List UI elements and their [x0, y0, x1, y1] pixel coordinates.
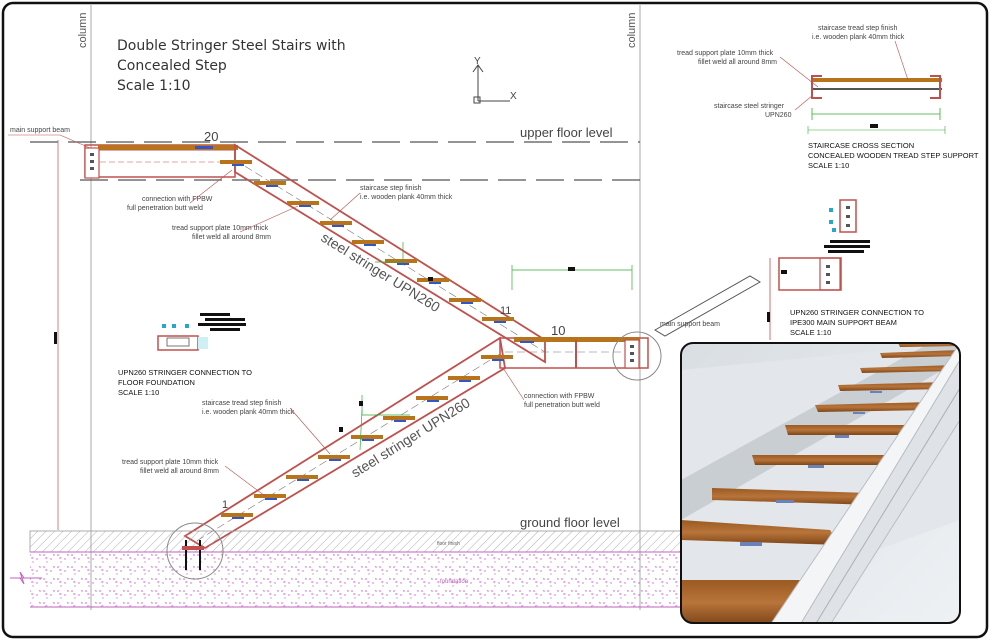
upper-floor-level-lines	[30, 141, 640, 181]
cross-section-drawing	[807, 75, 946, 134]
stair-render-photo	[681, 343, 960, 623]
cs-title-3: SCALE 1:10	[808, 161, 849, 170]
foundation-detail-title-2: FLOOR FOUNDATION	[118, 378, 195, 387]
beam-connection-drawing	[767, 199, 870, 340]
ground-floor-level-label: ground floor level	[520, 515, 620, 530]
fpbw-upper-note-1: connection with FPBW	[142, 196, 213, 203]
cs-title-2: CONCEALED WOODEN TREAD STEP SUPPORT	[808, 151, 979, 160]
foundation-detail-title-1: UPN260 STRINGER CONNECTION TO	[118, 368, 252, 377]
column-lines	[90, 5, 641, 610]
base-connection	[166, 522, 224, 580]
axis-y-label: Y	[474, 56, 481, 67]
middle-landing	[499, 331, 662, 381]
cs-finish-note-1: staircase tread step finish	[818, 25, 897, 32]
step-number-11: 11	[500, 305, 511, 317]
foundation-detail-drawing	[157, 313, 246, 351]
foundation-label: foundation	[440, 579, 468, 585]
fpbw-lower-note-2: full penetration butt weld	[524, 402, 600, 409]
cs-stringer-note-1: staircase steel stringer	[714, 103, 785, 110]
drawing-title-line3: Scale 1:10	[117, 78, 191, 94]
main-beam-left-note: main support beam	[10, 127, 70, 134]
ucs-axis-icon	[472, 64, 510, 104]
fpbw-lower-note-1: connection with FPBW	[524, 393, 595, 400]
axis-x-label: X	[510, 91, 517, 102]
cs-finish-note-2: i.e. wooden plank 40mm thick	[812, 34, 905, 41]
step-number-10: 10	[551, 323, 565, 338]
column-label-right: column	[626, 13, 638, 48]
plate-upper-note-2: fillet weld all around 8mm	[192, 234, 271, 241]
beam-detail-title-3: SCALE 1:10	[790, 328, 831, 337]
photo-frame	[680, 342, 961, 624]
beam-detail-title-2: IPE300 MAIN SUPPORT BEAM	[790, 318, 897, 327]
foundation-detail-title-3: SCALE 1:10	[118, 388, 159, 397]
drawing-title-line2: Concealed Step	[117, 58, 227, 74]
cs-plate-note-2: fillet weld all around 8mm	[698, 59, 777, 66]
step-number-1: 1	[222, 499, 228, 511]
cs-title-1: STAIRCASE CROSS SECTION	[808, 141, 914, 150]
finish-lower-note-2: i.e. wooden plank 40mm thick	[202, 409, 295, 416]
fpbw-upper-note-2: full penetration butt weld	[127, 205, 203, 212]
floor-finish-label: floor finish	[437, 541, 460, 547]
foundation-band	[30, 552, 681, 607]
cs-stringer-note-2: UPN260	[765, 112, 792, 119]
lower-treads	[221, 355, 513, 519]
step-number-20: 20	[204, 129, 218, 144]
plate-lower-note-1: tread support plate 10mm thick	[122, 459, 219, 466]
floor-finish-band	[29, 530, 682, 553]
drawing-title-line1: Double Stringer Steel Stairs with	[117, 38, 346, 54]
plate-lower-note-2: fillet weld all around 8mm	[140, 468, 219, 475]
finish-upper-note-2: i.e. wooden plank 40mm thick	[360, 194, 453, 201]
beam-detail-title-1: UPN260 STRINGER CONNECTION TO	[790, 308, 924, 317]
finish-lower-note-1: staircase tread step finish	[202, 400, 281, 407]
plate-upper-note-1: tread support plate 10mm thick	[172, 225, 269, 232]
cs-plate-note-1: tread support plate 10mm thick	[677, 50, 774, 57]
finish-upper-note-1: staircase step finish	[360, 185, 422, 192]
main-beam-right-note: main support beam	[660, 321, 720, 328]
upper-floor-level-label: upper floor level	[520, 125, 613, 140]
column-label-left: column	[77, 13, 89, 48]
